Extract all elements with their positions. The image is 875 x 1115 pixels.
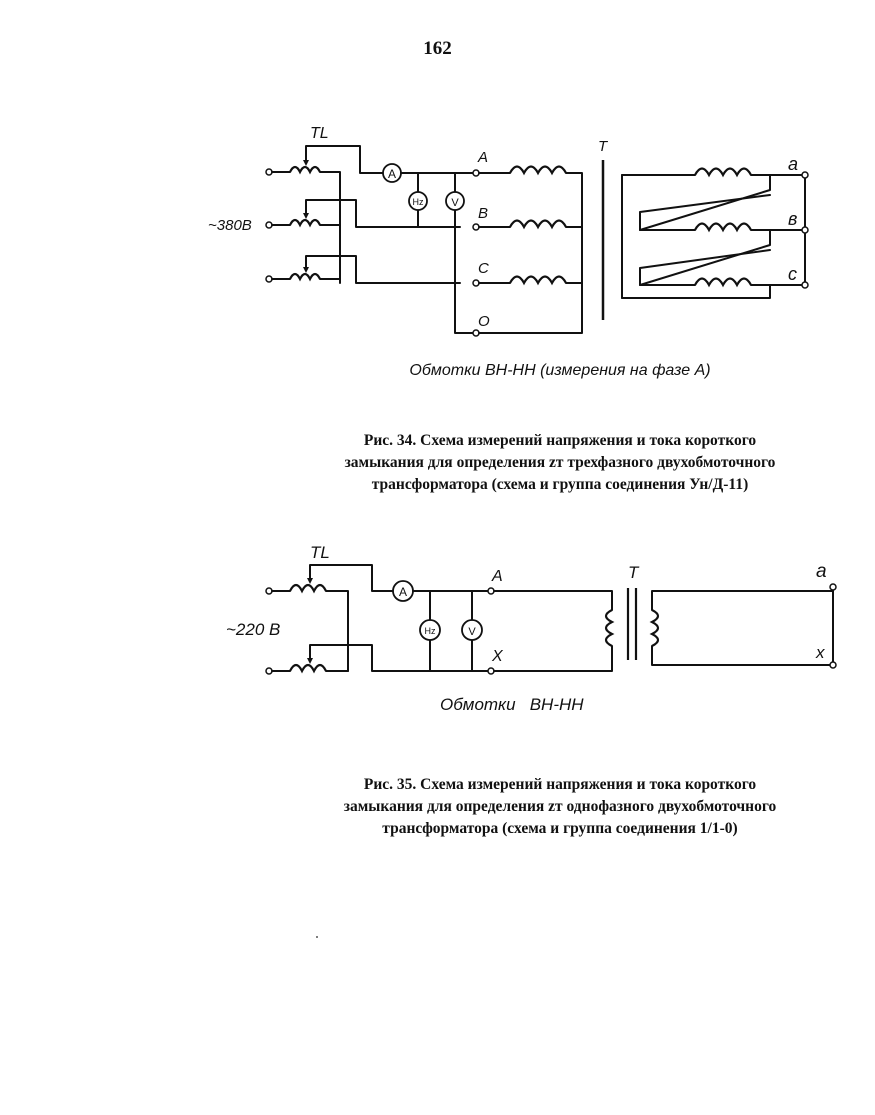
terminal-lower-x: x <box>815 643 825 662</box>
lv-windings <box>621 167 806 299</box>
caption-line: Рис. 35. Схема измерений напряжения и то… <box>363 776 757 793</box>
figure-34-diagram: TL ~380В A Hz V A B C <box>208 125 809 379</box>
autotransformer-coils <box>271 145 461 284</box>
autotransformer-coils <box>271 564 489 674</box>
terminal-lower-c: с <box>788 264 797 284</box>
freq-label: Hz <box>425 626 436 636</box>
terminal-a-label: A <box>477 149 488 166</box>
terminal-x-label: X <box>491 648 504 665</box>
figure-35-caption: Рис. 35. Схема измерений напряжения и то… <box>290 774 830 840</box>
caption-line: трансформатора (схема и группа соединени… <box>371 476 749 493</box>
frequency-meter: Hz <box>419 619 441 641</box>
terminal-lower-a: a <box>788 154 798 174</box>
caption-line: замыкания для определения zт трехфазного… <box>344 454 776 471</box>
core-label: T <box>598 138 609 155</box>
scan-speck <box>316 936 318 938</box>
label-tl: TL <box>310 125 329 142</box>
terminal-a-label: A <box>491 568 503 585</box>
voltmeter-label: V <box>451 197 459 209</box>
figure-34-subtitle: Обмотки ВН-НН (измерения на фазе А) <box>409 362 710 379</box>
terminal-lower-a: a <box>816 561 827 582</box>
terminal-lower-b: в <box>788 209 797 229</box>
caption-line: Рис. 34. Схема измерений напряжения и то… <box>363 432 757 449</box>
core-label: T <box>628 563 640 582</box>
label-tl: TL <box>310 543 330 562</box>
caption-line: замыкания для определения zт однофазного… <box>343 798 777 815</box>
ammeter-label: A <box>399 585 407 599</box>
voltmeter-label: V <box>468 626 476 638</box>
voltmeter: V <box>445 191 465 211</box>
figure-35-subtitle: Обмотки ВН-НН <box>440 695 584 714</box>
caption-line: трансформатора (схема и группа соединени… <box>382 820 738 837</box>
lv-winding <box>649 590 834 666</box>
hv-winding <box>493 590 615 672</box>
freq-label: Hz <box>413 197 424 207</box>
terminal-o-label: O <box>478 313 490 330</box>
voltmeter: V <box>461 619 483 641</box>
hv-windings <box>478 165 583 334</box>
label-voltage: ~220 В <box>226 620 280 639</box>
frequency-meter: Hz <box>408 191 428 211</box>
ammeter: A <box>382 163 402 183</box>
figure-35-diagram: TL ~220 В A Hz V A X T <box>226 543 837 714</box>
figure-34-caption: Рис. 34. Схема измерений напряжения и то… <box>290 430 830 496</box>
label-voltage: ~380В <box>208 217 252 234</box>
ammeter-label: A <box>388 167 396 181</box>
terminal-b-label: B <box>478 205 488 222</box>
page-number: 162 <box>423 38 452 59</box>
ammeter: A <box>392 580 414 602</box>
terminal-c-label: C <box>478 260 489 277</box>
